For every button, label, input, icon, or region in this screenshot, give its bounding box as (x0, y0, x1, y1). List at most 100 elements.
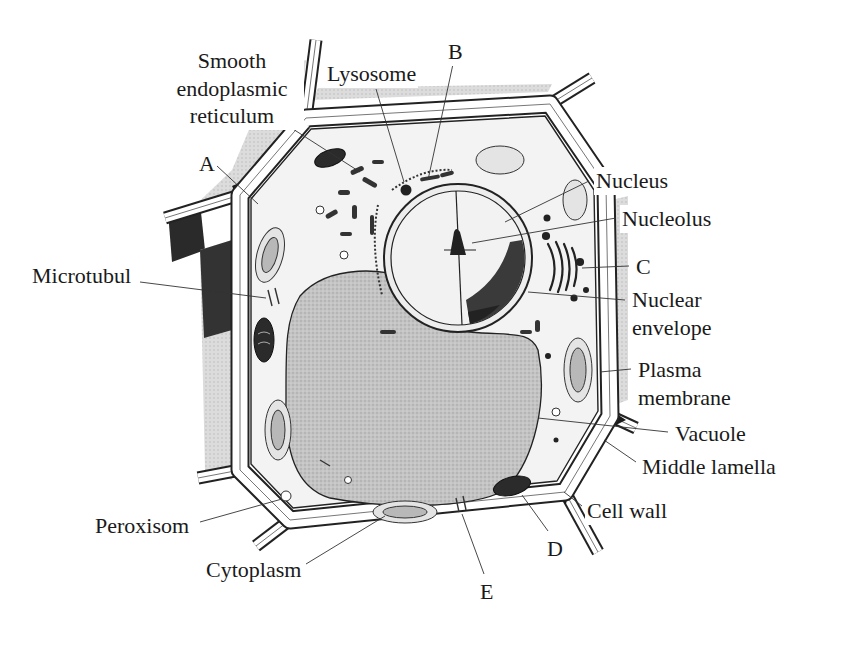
neighbour-cell (200, 240, 232, 480)
neighbour-cell-wall (306, 40, 316, 118)
part-label: Plasma membrane (636, 356, 752, 411)
golgi-apparatus (572, 248, 577, 286)
plasma-membrane (251, 116, 598, 508)
leader-line (522, 495, 548, 531)
part-label: Cytoplasm (204, 556, 303, 584)
callout-letter: A (197, 150, 217, 178)
callout-letter: B (446, 38, 465, 66)
microtubule (463, 496, 466, 510)
nucleus (391, 191, 525, 325)
leader-line (505, 181, 589, 222)
chloroplast (564, 338, 592, 402)
mitochondrion (312, 145, 348, 171)
endoplasmic-reticulum (520, 330, 532, 334)
peroxisome (281, 491, 291, 501)
endoplasmic-reticulum (420, 174, 440, 181)
endoplasmic-reticulum (352, 205, 357, 219)
peroxisome (316, 206, 324, 214)
microtubule (275, 288, 279, 304)
peroxisome (552, 408, 560, 416)
golgi-apparatus (543, 233, 549, 239)
vesicle (583, 287, 589, 293)
endoplasmic-reticulum (338, 190, 350, 195)
leader-line (462, 514, 484, 574)
vesicle (554, 438, 559, 443)
leader-line (200, 499, 282, 522)
cell-wall (240, 104, 610, 520)
neighbour-cell-wall (306, 40, 316, 118)
part-label: Smooth endoplasmic reticulum (160, 47, 304, 130)
endoplasmic-reticulum (325, 160, 540, 334)
peroxisome (340, 251, 348, 259)
microtubule (456, 498, 459, 512)
chloroplast (373, 501, 437, 523)
callout-letter: D (545, 535, 565, 563)
vesicle (545, 353, 551, 359)
endoplasmic-reticulum (362, 176, 378, 188)
nucleus (444, 250, 476, 251)
microtubule (320, 460, 330, 466)
golgi-apparatus (543, 233, 583, 301)
part-label: Nucleus (594, 167, 670, 195)
chloroplast (476, 146, 524, 174)
part-label: Cell wall (585, 497, 669, 525)
part-label: Nuclear envelope (630, 286, 734, 341)
callout-letter: C (634, 253, 653, 281)
neighbour-cell-wall (165, 195, 240, 218)
mitochondrion (254, 145, 533, 500)
nucleus (384, 184, 532, 332)
golgi-apparatus (564, 244, 570, 290)
leader-line (428, 64, 453, 180)
golgi-apparatus (556, 242, 563, 292)
leader-line (600, 369, 631, 372)
neighbour-cell-wall (165, 195, 240, 218)
cell-wall (240, 104, 610, 520)
leader-line (538, 418, 668, 432)
leader-line (217, 166, 258, 204)
peroxisome (281, 206, 560, 501)
neighbour-cell-wall (306, 40, 316, 118)
part-label: Lysosome (325, 60, 418, 88)
endoplasmic-reticulum (372, 160, 384, 164)
leader-line (376, 89, 404, 182)
cell-wall (240, 104, 610, 520)
endoplasmic-reticulum (340, 232, 352, 236)
leader-line (582, 266, 629, 268)
chloroplast (265, 400, 291, 460)
endoplasmic-reticulum (370, 215, 374, 235)
lysosome (401, 185, 412, 196)
vesicle (544, 215, 551, 222)
part-label: Middle lamella (640, 453, 778, 481)
leader-line (604, 440, 636, 462)
neighbour-cell (200, 240, 232, 338)
nucleus (468, 305, 500, 324)
neighbour-cell-wall (165, 195, 240, 218)
callout-letter: E (478, 578, 495, 606)
endoplasmic-reticulum (325, 209, 339, 220)
vesicle (544, 215, 590, 443)
chloroplast (570, 348, 586, 392)
mitochondrion (491, 472, 532, 499)
microtubule (268, 290, 272, 306)
nucleus (456, 191, 462, 325)
lysosome (401, 185, 412, 196)
part-label: Microtubul (30, 262, 133, 290)
mitochondrion (254, 318, 274, 362)
peroxisome (345, 477, 352, 484)
leader-line (472, 218, 616, 243)
microtubule (268, 288, 466, 512)
part-label: Peroxisom (93, 512, 191, 540)
endoplasmic-reticulum (380, 330, 396, 334)
chloroplast (250, 146, 592, 523)
nucleus (384, 184, 532, 332)
nucleus (450, 229, 466, 255)
leader-line (306, 516, 385, 564)
cell-wall (240, 104, 610, 520)
endoplasmic-reticulum (440, 170, 455, 177)
rough-er (375, 205, 382, 295)
chloroplast (563, 180, 587, 220)
golgi-apparatus (577, 259, 583, 265)
golgi-apparatus (548, 244, 555, 290)
leader-line (140, 282, 266, 298)
